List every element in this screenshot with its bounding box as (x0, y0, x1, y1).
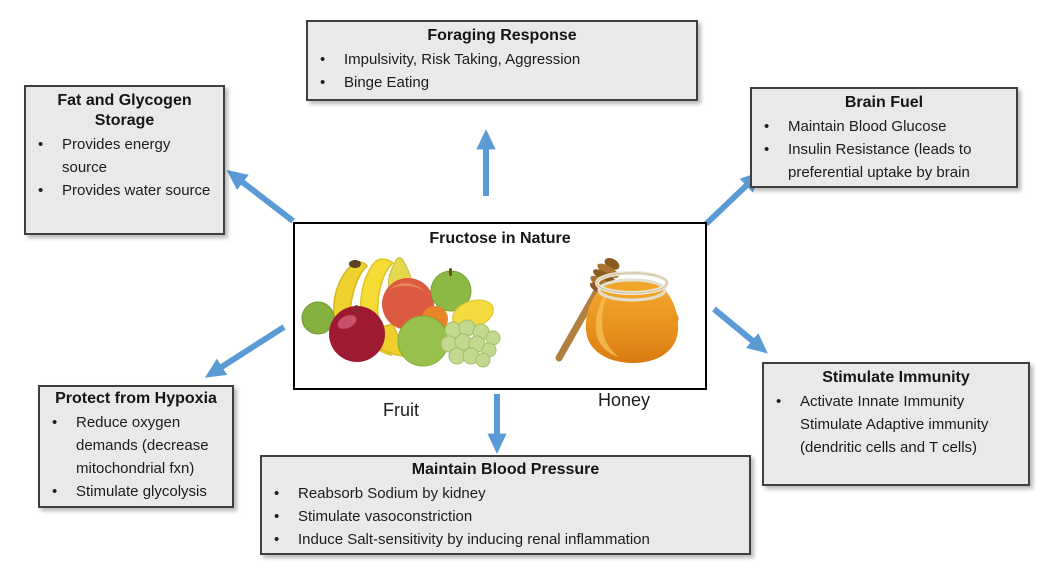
peach-highlight (389, 283, 427, 294)
red-apple (329, 306, 385, 362)
arrow-upright-brain (703, 171, 762, 227)
honey-drip (672, 312, 679, 323)
red-apple-highlight (337, 315, 357, 329)
banana-tip (349, 260, 361, 268)
bullet-item: Insulin Resistance (leads to preferentia… (752, 138, 1010, 184)
brain-fuel-box: Brain Fuel Maintain Blood Glucose Insuli… (750, 87, 1018, 188)
honey-image (555, 257, 679, 363)
maintain-blood-pressure-box: Maintain Blood Pressure Reabsorb Sodium … (260, 455, 751, 555)
fat-glycogen-storage-box: Fat and Glycogen Storage Provides energy… (24, 85, 225, 235)
bullet-list: Reduce oxygen demands (decrease mitochon… (40, 411, 232, 503)
fruit-label: Fruit (383, 400, 419, 420)
bullet-list: Activate Innate Immunity Stimulate Adapt… (764, 390, 1028, 459)
apple-stem (449, 268, 452, 276)
bullet-item: Provides energy source (26, 133, 217, 179)
box-title: Fat and Glycogen Storage (57, 92, 192, 129)
honey-figure: Honey (545, 250, 703, 410)
protect-from-hypoxia-box: Protect from Hypoxia Reduce oxygen deman… (38, 385, 234, 508)
stimulate-immunity-box: Stimulate Immunity Activate Innate Immun… (762, 362, 1030, 486)
box-title: Maintain Blood Pressure (411, 461, 600, 478)
bullet-item: Impulsivity, Risk Taking, Aggression (308, 48, 690, 71)
bullet-list: Provides energy source Provides water so… (26, 133, 223, 202)
bullet-list: Reabsorb Sodium by kidney Stimulate vaso… (262, 482, 749, 551)
bullet-item: Reabsorb Sodium by kidney (262, 482, 743, 505)
honey-label: Honey (597, 390, 651, 410)
box-title: Protect from Hypoxia (55, 390, 217, 407)
apple-stem (355, 305, 358, 313)
honey-jar (585, 271, 679, 363)
grapes (440, 319, 501, 368)
fruit-figure: Fruit (301, 256, 501, 420)
bullet-item: Stimulate vasoconstriction (262, 505, 743, 528)
bullet-item: Induce Salt-sensitivity by inducing rena… (262, 528, 743, 551)
fruit-image (301, 257, 501, 368)
bullet-item: Maintain Blood Glucose (752, 115, 1010, 138)
box-title: Stimulate Immunity (822, 369, 970, 386)
foraging-response-box: Foraging Response Impulsivity, Risk Taki… (306, 20, 698, 101)
arrow-upleft-fat (226, 170, 295, 224)
bullet-item: Stimulate glycolysis (40, 480, 226, 503)
bullet-item: Provides water source (26, 179, 217, 202)
green-apple-left (301, 301, 335, 335)
box-title: Foraging Response (427, 27, 577, 44)
bullet-item: Binge Eating (308, 71, 690, 94)
bullet-list: Maintain Blood Glucose Insulin Resistanc… (752, 115, 1016, 184)
bullet-item: Reduce oxygen demands (decrease mitochon… (40, 411, 226, 480)
bullet-item: Activate Innate Immunity Stimulate Adapt… (764, 390, 1022, 459)
center-title: Fructose in Nature (429, 230, 571, 247)
bullet-list: Impulsivity, Risk Taking, Aggression Bin… (308, 48, 696, 94)
green-apple-front (397, 315, 449, 367)
arrow-downright-immunity (712, 306, 768, 354)
arrow-downleft-hypoxia (204, 324, 286, 378)
box-title: Brain Fuel (844, 94, 924, 111)
fructose-in-nature-box: Fructose in Nature (293, 222, 707, 420)
